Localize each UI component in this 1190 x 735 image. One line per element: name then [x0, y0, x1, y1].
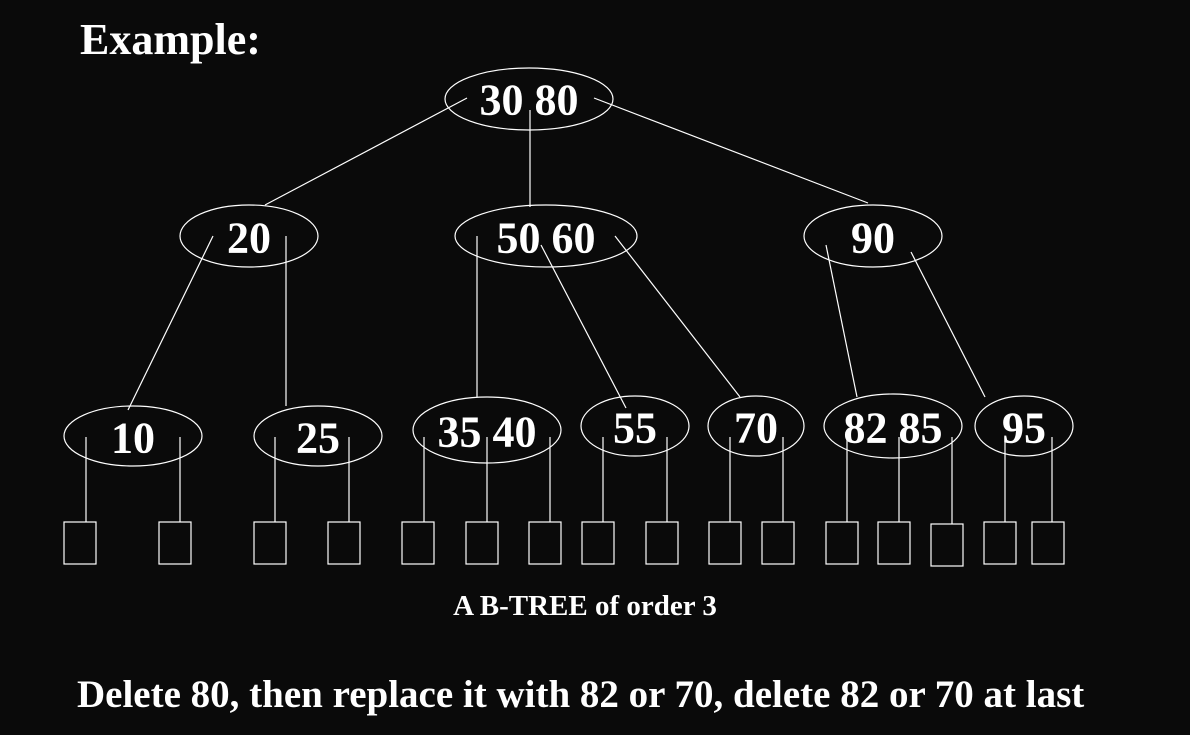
leaf-node-label: 82 85	[844, 404, 943, 453]
empty-child-box	[581, 521, 615, 565]
leaf-node-outline	[580, 395, 690, 457]
leaf-node-70: 70	[707, 395, 805, 457]
tree-edges	[127, 97, 986, 411]
leaf-node-10: 10	[63, 405, 203, 467]
empty-child-box	[401, 521, 435, 565]
instruction-text: Delete 80, then replace it with 82 or 70…	[77, 673, 1085, 716]
edge-n90-l8285	[825, 244, 858, 398]
leaf-node-label: 55	[613, 404, 657, 453]
internal-node-outline	[454, 204, 638, 268]
empty-child-box	[1031, 521, 1065, 565]
leaf-node-label: 70	[734, 404, 778, 453]
edge-root-n20	[264, 97, 468, 206]
edge-root-n90	[593, 97, 869, 204]
leaf-node-outline	[253, 405, 383, 467]
edge-n20-l10	[127, 235, 214, 411]
empty-child-boxes	[63, 521, 1065, 567]
empty-child-box	[465, 521, 499, 565]
internal-node-label: 20	[227, 214, 271, 263]
leaf-node-25: 25	[253, 405, 383, 467]
internal-node-90: 90	[803, 204, 943, 268]
diagram-caption: A B-TREE of order 3	[453, 590, 717, 622]
internal-node-outline	[803, 204, 943, 268]
empty-child-box	[528, 521, 562, 565]
empty-child-box	[708, 521, 742, 565]
internal-node-50-60: 50 60	[454, 204, 638, 268]
root-node-outline	[444, 67, 614, 131]
empty-child-box	[930, 523, 964, 567]
leaf-node-outline	[707, 395, 805, 457]
edge-n5060-l70	[614, 235, 741, 398]
empty-child-box	[63, 521, 97, 565]
empty-child-box	[253, 521, 287, 565]
leaf-node-95: 95	[974, 395, 1074, 457]
empty-child-box	[825, 521, 859, 565]
leaf-node-55: 55	[580, 395, 690, 457]
internal-node-label: 50 60	[497, 214, 596, 263]
leaf-node-label: 25	[296, 414, 340, 463]
leaf-node-label: 10	[111, 414, 155, 463]
empty-child-box	[761, 521, 795, 565]
leaf-node-outline	[823, 393, 963, 459]
child-pointer-lines	[85, 437, 1053, 524]
empty-child-box	[983, 521, 1017, 565]
internal-node-outline	[179, 204, 319, 268]
leaf-node-82-85: 82 85	[823, 393, 963, 459]
slide-title: Example:	[80, 15, 261, 64]
root-node: 30 80	[444, 67, 614, 131]
leaf-node-label: 95	[1002, 404, 1046, 453]
leaf-node-outline	[974, 395, 1074, 457]
edge-n5060-l55	[540, 244, 627, 409]
root-node-label: 30 80	[480, 76, 579, 125]
leaf-node-outline	[63, 405, 203, 467]
empty-child-box	[645, 521, 679, 565]
empty-child-box	[158, 521, 192, 565]
internal-node-label: 90	[851, 214, 895, 263]
edge-n90-l95	[910, 251, 986, 398]
internal-node-20: 20	[179, 204, 319, 268]
empty-child-box	[327, 521, 361, 565]
empty-child-box	[877, 521, 911, 565]
